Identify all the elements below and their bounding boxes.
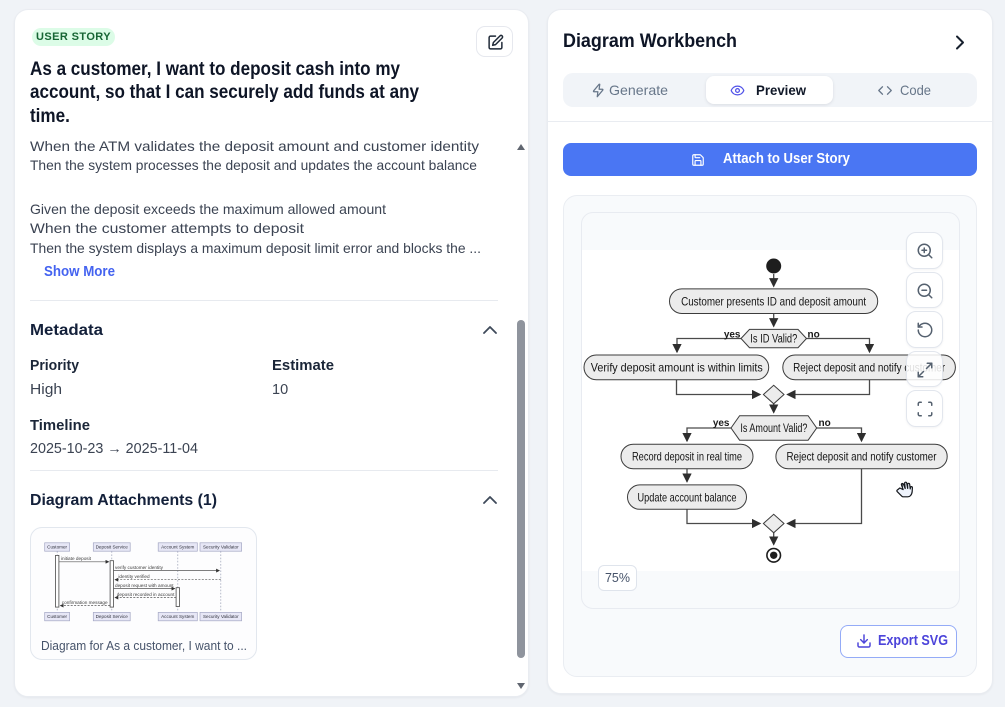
svg-text:Reject deposit and notify cust: Reject deposit and notify customer xyxy=(787,450,937,464)
svg-text:Verify deposit amount is withi: Verify deposit amount is within limits xyxy=(591,361,763,375)
svg-text:yes: yes xyxy=(713,418,730,429)
svg-text:Account System: Account System xyxy=(161,544,194,549)
svg-text:Deposit Service: Deposit Service xyxy=(96,614,129,619)
svg-text:verify customer identity: verify customer identity xyxy=(115,565,164,570)
svg-text:Deposit Service: Deposit Service xyxy=(96,544,129,549)
svg-text:Account System: Account System xyxy=(161,614,194,619)
svg-text:Security Validator: Security Validator xyxy=(203,544,239,549)
svg-text:Is ID Valid?: Is ID Valid? xyxy=(750,334,797,346)
svg-text:initiate deposit: initiate deposit xyxy=(61,556,92,561)
svg-text:Security Validator: Security Validator xyxy=(203,614,239,619)
svg-text:Update account balance: Update account balance xyxy=(638,490,737,504)
svg-text:no: no xyxy=(808,329,820,340)
svg-text:confirmation message: confirmation message xyxy=(62,600,108,605)
svg-text:yes: yes xyxy=(724,329,741,340)
svg-text:Record deposit in real time: Record deposit in real time xyxy=(632,450,742,464)
svg-text:deposit recorded in account: deposit recorded in account xyxy=(117,592,175,597)
svg-text:Customer: Customer xyxy=(47,544,67,549)
svg-text:no: no xyxy=(819,418,831,429)
svg-text:Customer presents ID and depos: Customer presents ID and deposit amount xyxy=(681,294,867,308)
svg-text:identity verified: identity verified xyxy=(118,574,150,579)
svg-text:deposit request with amount: deposit request with amount xyxy=(115,583,174,588)
svg-text:Is Amount Valid?: Is Amount Valid? xyxy=(740,423,807,435)
svg-text:Customer: Customer xyxy=(47,614,67,619)
